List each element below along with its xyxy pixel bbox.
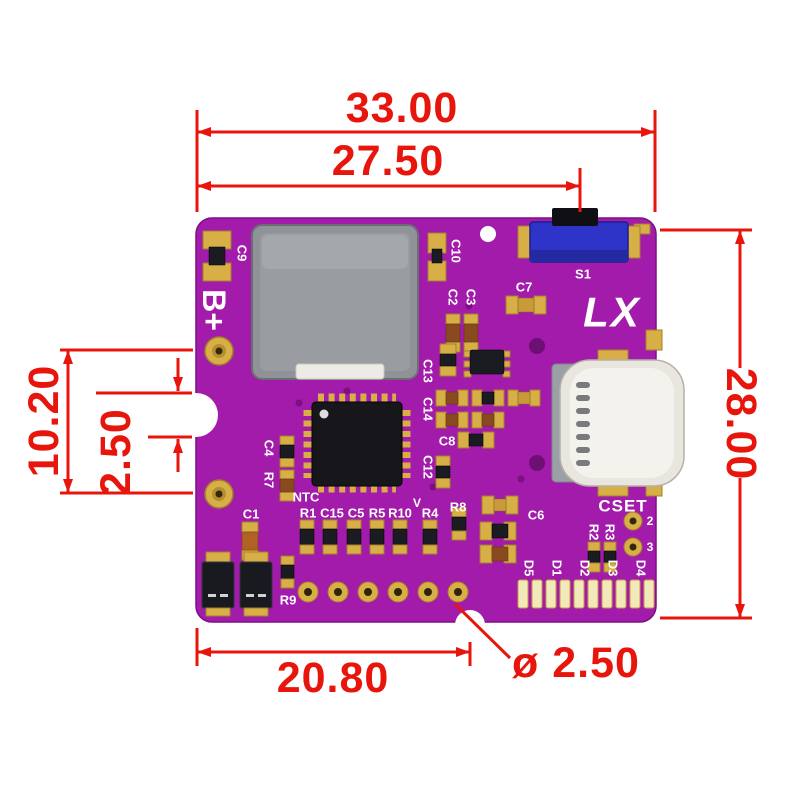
passive-components bbox=[202, 230, 643, 589]
usb-pins bbox=[576, 382, 590, 466]
silk-d1: D1 bbox=[550, 560, 565, 577]
dim-hole-diameter: ø 2.50 bbox=[453, 602, 640, 687]
bottom-holes bbox=[297, 581, 469, 603]
silk-c5: C5 bbox=[348, 506, 365, 521]
led-pads bbox=[517, 579, 655, 609]
silk-r4: R4 bbox=[422, 506, 439, 521]
silk-pin2: 2 bbox=[647, 514, 654, 528]
dim-height-right: 28.00 bbox=[660, 228, 765, 620]
silk-c15: C15 bbox=[320, 506, 344, 521]
bottom-edge-notch bbox=[455, 610, 485, 640]
silk-c14: C14 bbox=[421, 397, 436, 422]
silk-c4: C4 bbox=[262, 440, 277, 457]
sot23-ic bbox=[463, 349, 511, 378]
silk-c3: C3 bbox=[464, 289, 479, 306]
silk-c6: C6 bbox=[528, 508, 545, 523]
silk-c1: C1 bbox=[243, 507, 260, 522]
dim-width-bottom: 20.80 bbox=[195, 628, 472, 702]
dim-label-width-inner: 27.50 bbox=[332, 137, 445, 185]
usb-c-connector bbox=[551, 349, 685, 497]
main-ic bbox=[303, 393, 411, 493]
silk-c10: C10 bbox=[449, 239, 464, 263]
silk-pin3: 3 bbox=[647, 540, 654, 554]
silk-r10: R10 bbox=[388, 506, 412, 521]
silk-c7: C7 bbox=[516, 280, 533, 295]
silk-r3: R3 bbox=[603, 524, 618, 541]
silk-r8: R8 bbox=[450, 500, 467, 515]
dim-label-height-right: 28.00 bbox=[717, 368, 765, 481]
silk-r7: R7 bbox=[262, 472, 277, 489]
dim-width-inner: 27.50 bbox=[197, 137, 582, 212]
silk-c12: C12 bbox=[421, 455, 436, 479]
silk-c8: C8 bbox=[439, 434, 456, 449]
dim-label-hole-diameter: ø 2.50 bbox=[512, 639, 640, 687]
vias bbox=[295, 302, 545, 491]
silk-cset: CSET bbox=[598, 497, 647, 516]
resistor-row bbox=[299, 519, 438, 555]
silk-r2: R2 bbox=[587, 524, 602, 541]
dimension-annotations: 33.00 27.50 28.00 10.20 2 bbox=[20, 84, 765, 702]
silk-d5: D5 bbox=[522, 560, 537, 577]
silk-r1: R1 bbox=[300, 506, 317, 521]
silk-d4: D4 bbox=[634, 560, 649, 577]
silk-logo-lx: LX bbox=[583, 289, 642, 336]
switch-knob bbox=[552, 208, 598, 226]
silk-c2: C2 bbox=[446, 289, 461, 306]
silk-c9: C9 bbox=[235, 245, 250, 262]
power-mosfets bbox=[201, 551, 273, 617]
left-edge-notch bbox=[174, 393, 218, 437]
dim-label-width-bottom: 20.80 bbox=[277, 654, 390, 702]
c6-cluster bbox=[479, 495, 519, 564]
silk-r5: R5 bbox=[369, 506, 386, 521]
dim-label-width-outer: 33.00 bbox=[346, 84, 459, 132]
top-hole bbox=[480, 226, 496, 242]
dim-label-pad-spacing: 10.20 bbox=[20, 365, 68, 478]
silk-s1: S1 bbox=[575, 267, 591, 282]
silk-d2: D2 bbox=[578, 560, 593, 577]
dim-width-outer: 33.00 bbox=[195, 84, 657, 212]
silk-r9: R9 bbox=[280, 593, 297, 608]
silk-d3: D3 bbox=[606, 560, 621, 577]
battery-terminal-pads bbox=[204, 336, 234, 509]
slide-switch bbox=[517, 208, 641, 263]
pin1-dot bbox=[319, 409, 329, 419]
dim-notch-offset: 2.50 bbox=[92, 358, 192, 496]
dim-pad-spacing: 10.20 bbox=[20, 348, 193, 495]
silkscreen-labels: B+ LX C9 C10 C2 C3 C7 S1 C13 C14 C8 C12 … bbox=[196, 239, 654, 607]
silk-ntc: NTC bbox=[293, 490, 320, 505]
inductor bbox=[251, 224, 419, 380]
dim-label-notch-offset: 2.50 bbox=[92, 408, 140, 496]
silk-c13: C13 bbox=[421, 359, 436, 383]
silk-battery-positive: B+ bbox=[196, 289, 232, 331]
silk-v: V bbox=[413, 496, 421, 510]
